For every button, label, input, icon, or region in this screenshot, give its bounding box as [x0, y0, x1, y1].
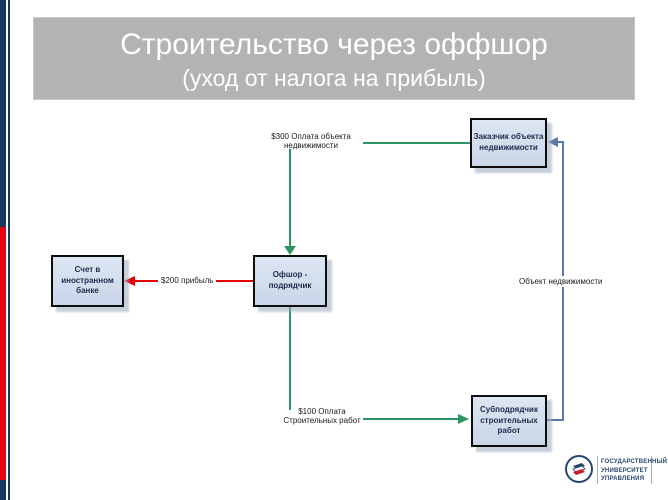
node-foreign-bank-account: Счет в иностранном банке — [51, 255, 124, 307]
university-logo-icon — [565, 455, 593, 483]
left-stripe-blue-bottom — [0, 480, 6, 500]
node-offshore-contractor: Офшор - подрядчик — [253, 255, 327, 307]
logo-separator-right — [651, 456, 652, 484]
edge-property-object-top — [557, 141, 564, 143]
edge-property-object-bottom — [547, 419, 564, 421]
university-logo-text: ГОСУДАРСТВЕННЫЙ УНИВЕРСИТЕТ УПРАВЛЕНИЯ — [601, 459, 668, 483]
logo-separator-left — [597, 456, 598, 484]
arrowhead-profit-200 — [124, 276, 135, 286]
arrowhead-payment-100 — [458, 414, 469, 424]
node-subcontractor: Субподрядчик строительных работ — [471, 395, 547, 447]
edge-label-payment-300: $300 Оплата объекта недвижимости — [271, 132, 351, 151]
slide-subtitle: (уход от налога на прибыль) — [182, 64, 486, 91]
arrowhead-property-object — [548, 137, 558, 147]
left-stripe-blue-top — [0, 0, 6, 227]
title-banner: Строительство через оффшор (уход от нало… — [33, 17, 635, 100]
edge-payment-300-vertical — [289, 149, 291, 247]
edge-label-payment-100: $100 Оплата Строительных работ — [283, 407, 361, 426]
edge-label-property-object: Объект недвижимости — [516, 276, 606, 288]
left-stripe-thin-line — [8, 0, 10, 500]
node-customer: Заказчик объекта недвижимости — [470, 118, 547, 168]
stacked-layers-icon — [572, 463, 586, 475]
left-stripe-red — [0, 227, 6, 480]
slide-title: Строительство через оффшор — [120, 27, 548, 61]
arrowhead-payment-300 — [284, 246, 296, 255]
edge-label-profit-200: $200 прибыль — [158, 275, 217, 287]
edge-payment-100-horizontal — [363, 418, 459, 420]
edge-payment-300-horizontal — [363, 142, 470, 144]
edge-payment-100-vertical — [289, 307, 291, 410]
